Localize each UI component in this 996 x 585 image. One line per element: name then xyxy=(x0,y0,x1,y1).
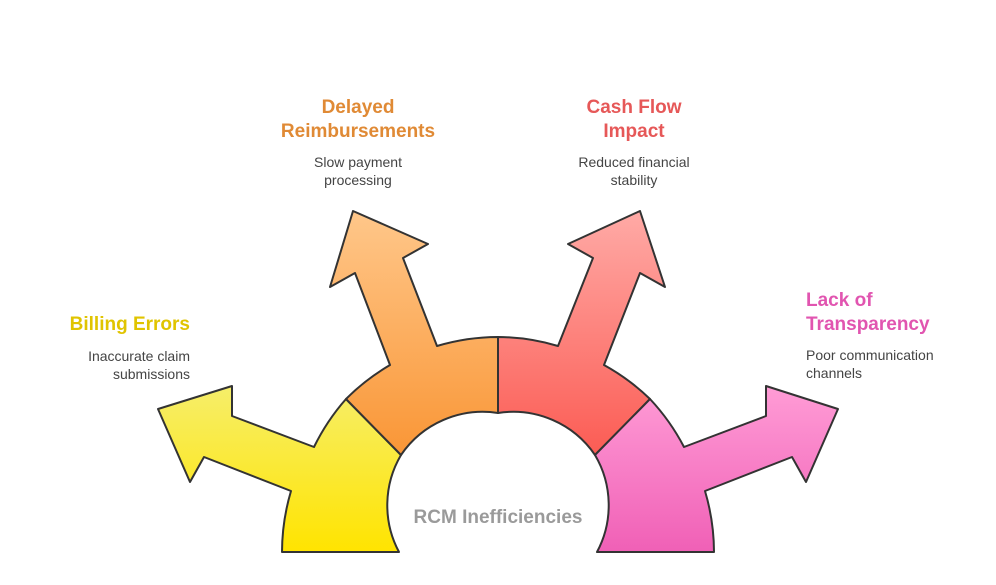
delayed-reimbursements-description: Slow payment processing xyxy=(314,154,402,188)
billing-errors-title: Billing Errors xyxy=(69,314,190,335)
billing-errors-description: Inaccurate claim submissions xyxy=(88,348,190,382)
lack-of-transparency-description: Poor communication channels xyxy=(806,347,934,381)
center-label: RCM Inefficiencies xyxy=(414,507,583,528)
cash-flow-impact-description: Reduced financial stability xyxy=(578,154,690,188)
cash-flow-impact-title: Cash Flow Impact xyxy=(586,97,682,142)
cash-flow-impact-block: Cash Flow Impact Reduced financial stabi… xyxy=(557,96,711,189)
cash-flow-impact-arrow xyxy=(497,210,666,456)
lack-of-transparency-arrow xyxy=(594,385,839,553)
delayed-reimbursements-title: Delayed Reimbursements xyxy=(280,97,436,142)
delayed-reimbursements-block: Delayed Reimbursements Slow payment proc… xyxy=(270,96,446,189)
lack-of-transparency-title: Lack of Transparency xyxy=(806,290,930,335)
billing-errors-block: Billing Errors Inaccurate claim submissi… xyxy=(30,313,190,383)
delayed-reimbursements-arrow xyxy=(329,210,499,456)
billing-errors-arrow xyxy=(157,385,402,553)
lack-of-transparency-block: Lack of Transparency Poor communication … xyxy=(806,289,956,382)
